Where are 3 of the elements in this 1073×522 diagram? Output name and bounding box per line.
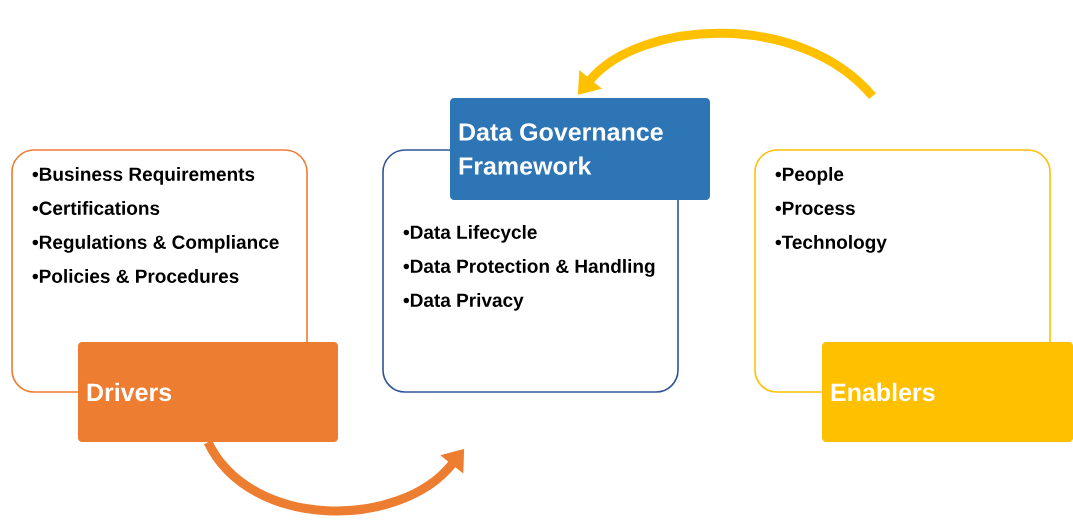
label-box: Data Governance Framework <box>450 98 710 200</box>
label-box: Drivers <box>78 342 338 442</box>
label-box: Enablers <box>822 342 1073 442</box>
